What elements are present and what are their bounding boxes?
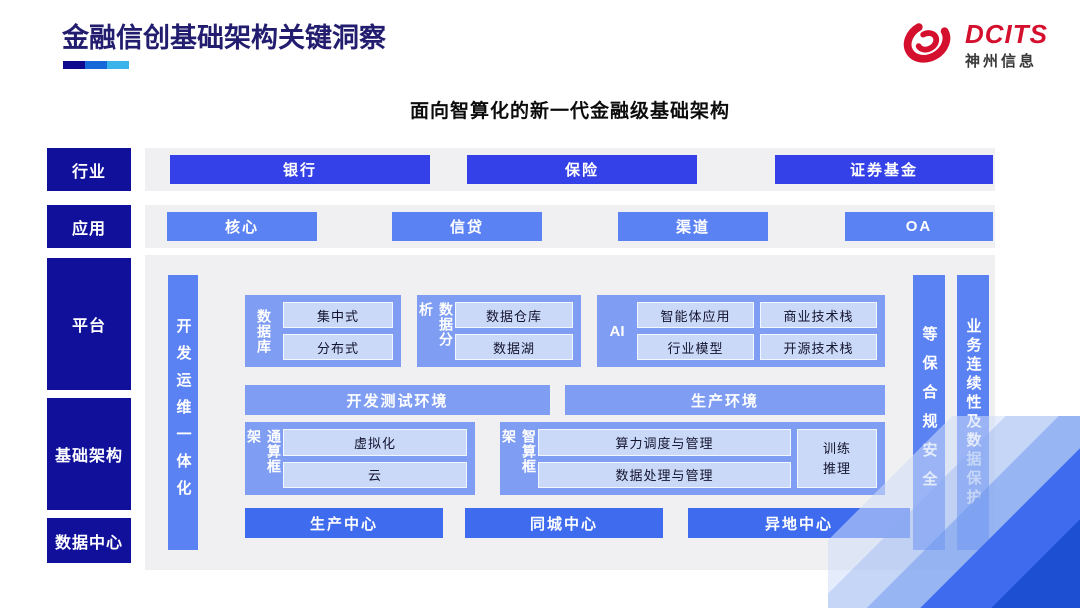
group-general-compute-framework: 通算框架 虚拟化 云 bbox=[245, 422, 475, 495]
database-box-centralized: 集中式 bbox=[283, 302, 393, 328]
dcits-logo: DCITS 神州信息 bbox=[900, 18, 1048, 73]
group-ai-label: AI bbox=[609, 322, 625, 340]
environment-bar-production: 生产环境 bbox=[565, 385, 885, 415]
industry-box-securities-funds: 证券基金 bbox=[775, 155, 993, 184]
intelligent-compute-box-scheduling: 算力调度与管理 bbox=[538, 429, 791, 456]
group-intelligent-compute-label: 智算框架 bbox=[501, 429, 537, 474]
pillar-devops-integration: 开发运维一体化 bbox=[168, 275, 198, 550]
diagram-subtitle: 面向智算化的新一代金融级基础架构 bbox=[409, 101, 730, 122]
logo-brand-text: DCITS bbox=[965, 18, 1048, 49]
group-database-label: 数据库 bbox=[256, 308, 272, 354]
group-ai: AI 智能体应用 商业技术栈 行业模型 开源技术栈 bbox=[597, 295, 885, 367]
general-compute-box-virtualization: 虚拟化 bbox=[283, 429, 467, 456]
analytics-box-data-lake: 数据湖 bbox=[455, 334, 573, 360]
ai-box-industry-models: 行业模型 bbox=[637, 334, 754, 360]
page-title: 金融信创基础架构关键洞察 bbox=[62, 23, 386, 53]
analytics-box-data-warehouse: 数据仓库 bbox=[455, 302, 573, 328]
underline-segment-blue bbox=[85, 61, 107, 69]
layer-label-datacenter: 数据中心 bbox=[47, 518, 131, 563]
corner-diagonal-decoration bbox=[828, 416, 1080, 608]
ai-box-open-source-stack: 开源技术栈 bbox=[760, 334, 877, 360]
dcits-swirl-icon bbox=[900, 18, 956, 73]
group-data-analytics: 数据分析 数据仓库 数据湖 bbox=[417, 295, 581, 367]
industry-box-insurance: 保险 bbox=[467, 155, 697, 184]
group-data-analytics-label: 数据分析 bbox=[418, 302, 454, 347]
intelligent-compute-box-data-processing: 数据处理与管理 bbox=[538, 461, 791, 488]
underline-segment-dark bbox=[63, 61, 85, 69]
application-box-channel: 渠道 bbox=[618, 212, 768, 241]
general-compute-box-cloud: 云 bbox=[283, 461, 467, 488]
environment-bar-dev-test: 开发测试环境 bbox=[245, 385, 550, 415]
group-database: 数据库 集中式 分布式 bbox=[245, 295, 401, 367]
group-general-compute-label: 通算框架 bbox=[246, 429, 282, 474]
layer-label-infrastructure: 基础架构 bbox=[47, 398, 131, 510]
application-box-core: 核心 bbox=[167, 212, 317, 241]
layer-label-application: 应用 bbox=[47, 205, 131, 248]
datacenter-bar-same-city: 同城中心 bbox=[465, 508, 663, 538]
ai-box-commercial-stack: 商业技术栈 bbox=[760, 302, 877, 328]
database-box-distributed: 分布式 bbox=[283, 334, 393, 360]
application-box-credit: 信贷 bbox=[392, 212, 542, 241]
ai-box-agent-apps: 智能体应用 bbox=[637, 302, 754, 328]
logo-company-text: 神州信息 bbox=[965, 52, 1038, 70]
layer-label-platform: 平台 bbox=[47, 258, 131, 390]
layer-label-industry: 行业 bbox=[47, 148, 131, 191]
datacenter-bar-production: 生产中心 bbox=[245, 508, 443, 538]
title-underline bbox=[63, 61, 129, 69]
application-box-oa: OA bbox=[845, 212, 993, 241]
industry-box-bank: 银行 bbox=[170, 155, 430, 184]
underline-segment-cyan bbox=[107, 61, 129, 69]
